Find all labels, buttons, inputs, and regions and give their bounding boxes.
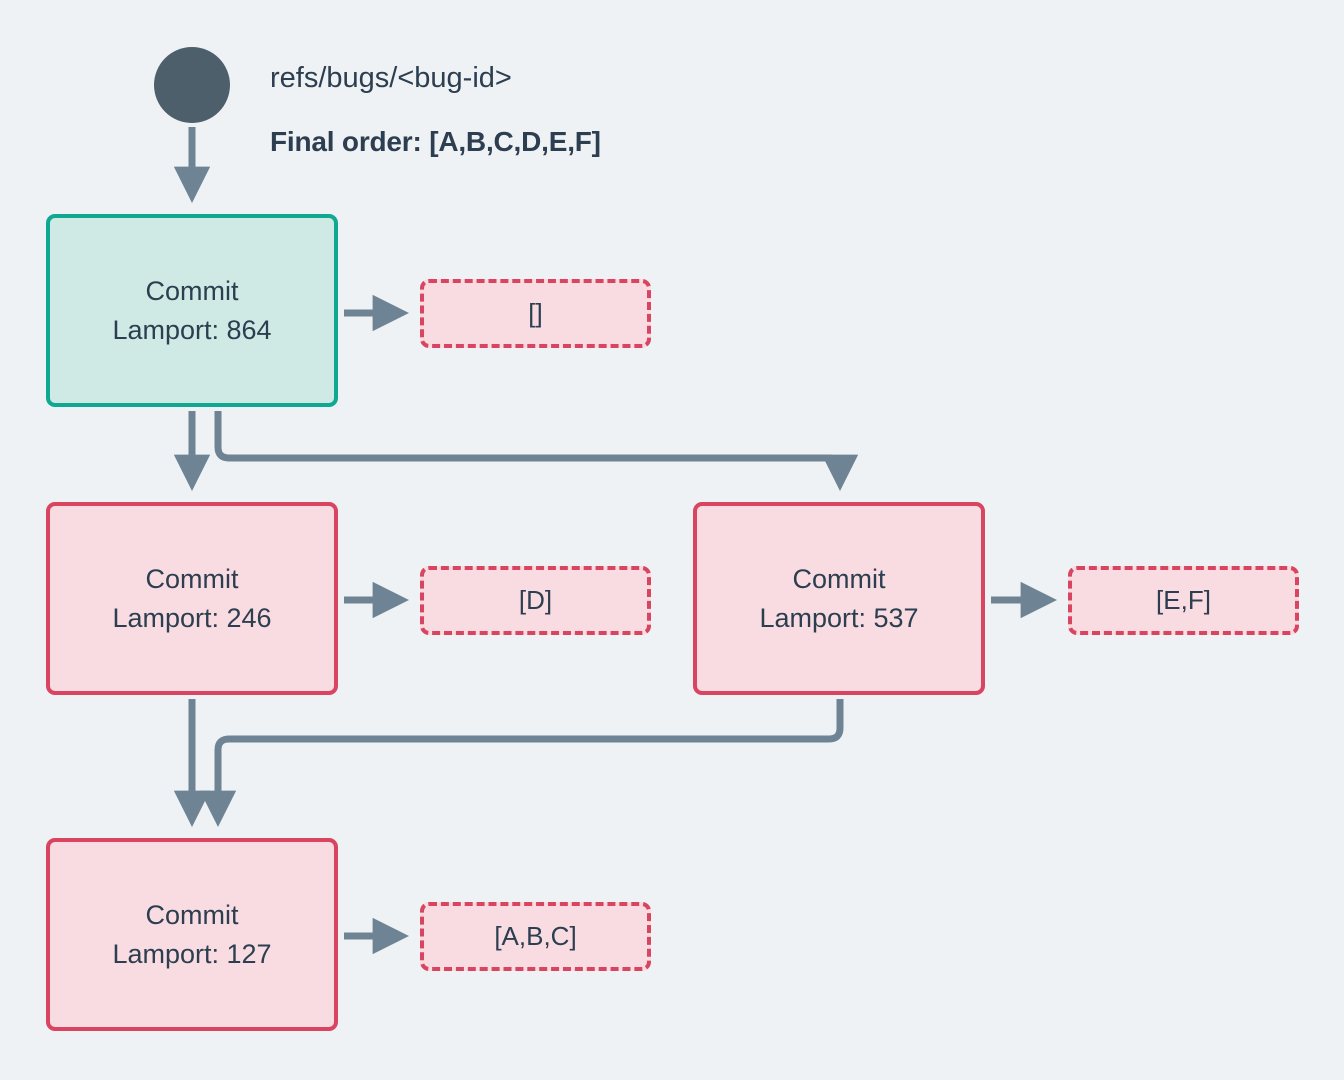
commit-lamport: Lamport: 537 xyxy=(759,602,919,633)
commit-node-127[interactable]: Commit Lamport: 127 xyxy=(46,838,338,1031)
ops-list-127[interactable]: [A,B,C] xyxy=(420,902,651,971)
root-node-circle-icon[interactable] xyxy=(154,47,230,123)
edge-head-to-c537 xyxy=(214,411,859,492)
commit-lamport: Lamport: 246 xyxy=(112,602,272,633)
commit-title: Commit xyxy=(145,900,239,931)
ops-list-value: [] xyxy=(528,298,543,328)
ops-list-537[interactable]: [E,F] xyxy=(1068,566,1299,635)
ops-list-246[interactable]: [D] xyxy=(420,566,651,635)
commit-lamport: Lamport: 127 xyxy=(112,938,272,969)
ops-list-value: [A,B,C] xyxy=(494,921,577,951)
commit-lamport: Lamport: 864 xyxy=(112,314,272,345)
ref-label: refs/bugs/<bug-id> xyxy=(270,62,512,94)
commit-node-246[interactable]: Commit Lamport: 246 xyxy=(46,502,338,695)
edge-c537-to-c127 xyxy=(199,699,844,828)
commit-title: Commit xyxy=(145,276,239,307)
ops-list-value: [D] xyxy=(518,585,553,615)
commit-title: Commit xyxy=(792,564,886,595)
commit-title: Commit xyxy=(145,564,239,595)
commit-node-537[interactable]: Commit Lamport: 537 xyxy=(693,502,985,695)
ops-list-head[interactable]: [] xyxy=(420,279,651,348)
ops-list-value: [E,F] xyxy=(1156,585,1211,615)
commit-node-head[interactable]: Commit Lamport: 864 xyxy=(46,214,338,407)
final-order-label: Final order: [A,B,C,D,E,F] xyxy=(270,126,601,157)
